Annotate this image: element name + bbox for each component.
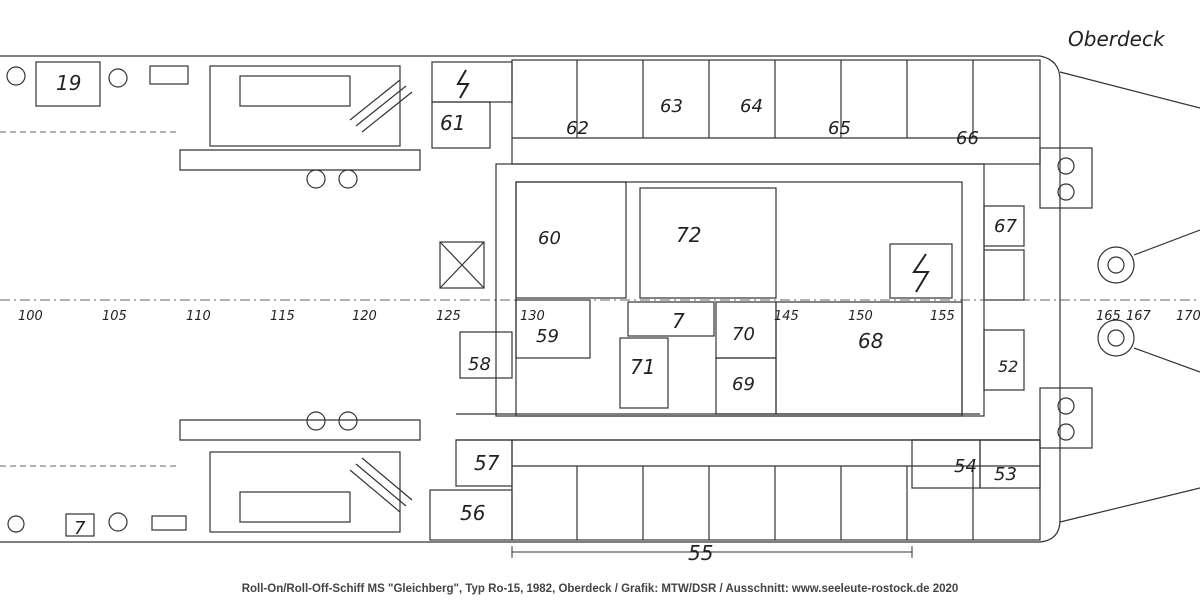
room-label-65: 65 (828, 118, 851, 139)
room-label-52: 52 (998, 357, 1018, 376)
room-67-outline (983, 205, 1025, 247)
room-label-56: 56 (460, 501, 485, 525)
frame-number: 165 (1096, 309, 1121, 324)
room-label-71: 71 (630, 355, 655, 379)
frame-number: 155 (930, 309, 955, 324)
room-59-outline (515, 299, 591, 359)
stair-aft-port (149, 65, 421, 171)
room-label-59: 59 (536, 326, 559, 347)
frame-number: 105 (102, 309, 127, 324)
room-label-69: 69 (732, 374, 755, 395)
frame-number: 150 (848, 309, 873, 324)
room-72-outline (639, 187, 777, 299)
room-label-53: 53 (994, 464, 1017, 485)
figure-caption: Roll-On/Roll-Off-Schiff MS "Gleichberg",… (0, 578, 1200, 600)
room-label-54: 54 (954, 456, 977, 477)
frame-number: 130 (520, 309, 545, 324)
room-label-66: 66 (956, 128, 979, 149)
room-label-7: 7 (672, 309, 685, 333)
room-label-70: 70 (732, 324, 755, 345)
hull-outline (0, 55, 1061, 543)
room-label-7-lower: 7 (74, 518, 86, 539)
frame-number: 167 (1126, 309, 1152, 324)
dimension-label-55: 55 (688, 541, 713, 565)
electrical-symbol-top (456, 69, 470, 99)
room-label-63: 63 (660, 96, 683, 117)
room-label-61: 61 (440, 111, 465, 135)
frame-number: 145 (774, 309, 799, 324)
bow-winches (1039, 147, 1200, 449)
bow-outline (1059, 71, 1200, 523)
room-label-68: 68 (858, 329, 883, 353)
frame-number: 110 (186, 309, 211, 324)
room-7-outline (627, 301, 715, 337)
deck-label: Oberdeck (1068, 27, 1166, 51)
electrical-symbol-bottom (912, 253, 930, 293)
room-label-57: 57 (474, 451, 500, 475)
room-56-outline (429, 489, 513, 541)
room-label-60: 60 (538, 228, 561, 249)
lower-cabin-block (511, 439, 1041, 541)
frame-number: 170 (1176, 309, 1200, 324)
frame-number: 115 (270, 309, 295, 324)
room-60-outline (515, 181, 627, 299)
room-label-67: 67 (994, 216, 1017, 237)
room-53-outline (979, 439, 1041, 489)
room-52-outline (983, 329, 1025, 391)
room-label-62: 62 (566, 118, 589, 139)
frame-number: 120 (352, 309, 377, 324)
frame-number: 125 (436, 309, 461, 324)
stair-aft-starboard (151, 419, 421, 533)
room-label-58: 58 (468, 354, 491, 375)
room-label-19: 19 (56, 71, 81, 95)
room-label-72: 72 (676, 223, 701, 247)
frame-number: 100 (18, 309, 43, 324)
deck-plan-drawing: Oberdeck 100 105 110 115 120 125 130 145… (0, 27, 1200, 565)
room-71-outline (619, 337, 669, 409)
room-58-outline (459, 331, 513, 379)
room-label-64: 64 (740, 96, 763, 117)
room-57-outline (455, 439, 513, 487)
room-19-outline (35, 61, 101, 107)
